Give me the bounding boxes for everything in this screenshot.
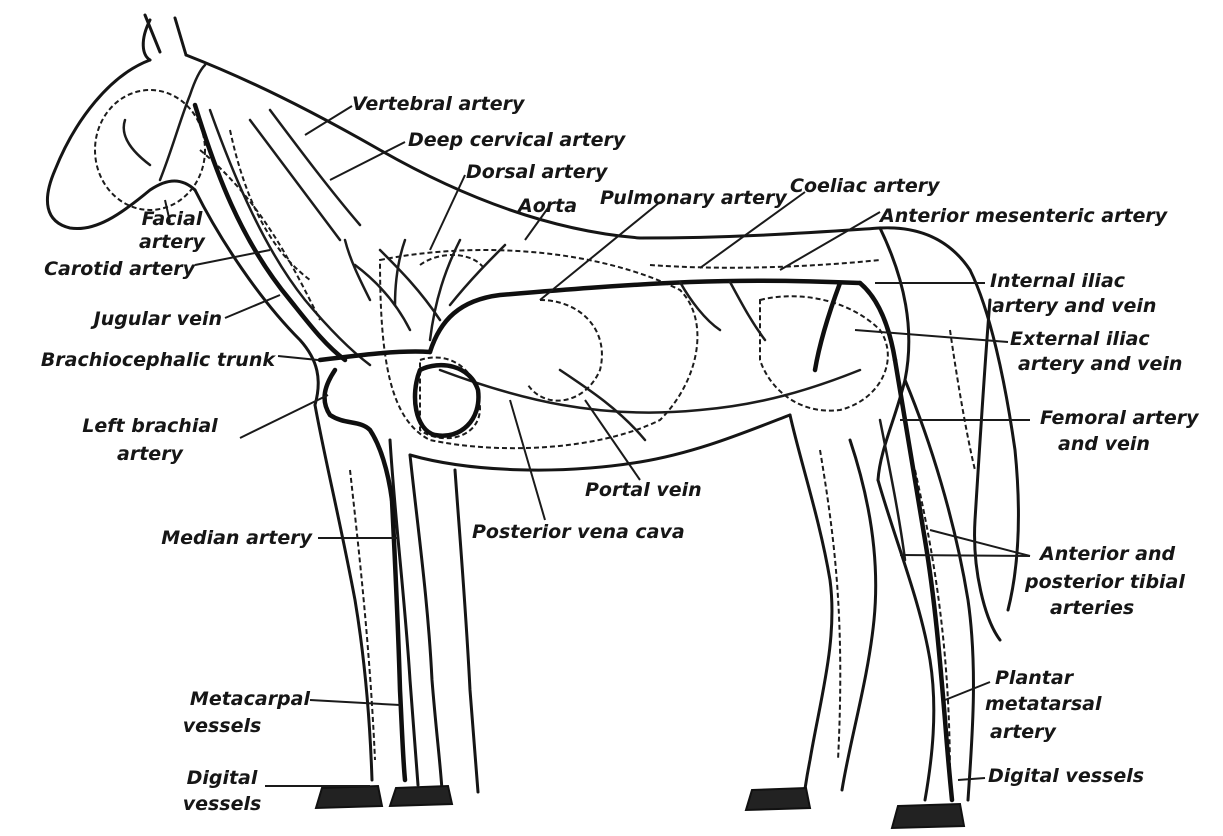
label-digital-left-line1: Digital [187,767,258,789]
label-digital-right: Digital vessels [988,765,1144,787]
left-brachial-artery-vessel [325,370,392,500]
label-median-artery: Median artery [161,527,313,549]
label-facial-artery-line2: artery [139,231,207,253]
left-fore-hoof [316,786,382,808]
label-metacarpal-line1: Metacarpal [190,688,311,710]
label-left-brachial-line2: artery [117,443,185,465]
label-jugular-vein: Jugular vein [90,308,222,330]
label-femoral-line1: Femoral artery [1040,407,1200,429]
label-tibial-line1: Anterior and [1038,543,1175,565]
label-carotid-artery: Carotid artery [44,258,197,280]
label-internal-iliac-line1: Internal iliac [990,270,1126,292]
label-vertebral-artery: Vertebral artery [352,93,526,115]
label-tibial-line3: arteries [1050,597,1134,619]
label-brachiocephalic-trunk: Brachiocephalic trunk [41,349,277,371]
label-portal-vein: Portal vein [585,479,702,501]
label-internal-iliac-line2: artery and vein [992,295,1156,317]
left-hind-hoof [746,788,810,810]
hooves [316,786,964,828]
label-facial-artery-line1: Facial [142,208,203,230]
heart [415,365,478,436]
label-external-iliac-line2: artery and vein [1018,353,1182,375]
label-metacarpal-line2: vessels [183,715,262,737]
label-external-iliac-line1: External iliac [1010,328,1150,350]
iliac-vessel [815,283,895,370]
label-deep-cervical-artery: Deep cervical artery [408,129,627,151]
right-hind-hoof [892,804,964,828]
label-tibial-line2: posterior tibial [1024,571,1185,593]
labels: Vertebral artery Deep cervical artery Do… [41,93,1200,815]
label-anterior-mesenteric-artery: Anterior mesenteric artery [878,205,1169,227]
label-pulmonary-artery: Pulmonary artery [600,187,788,209]
label-dorsal-artery: Dorsal artery [466,161,609,183]
label-femoral-line2: and vein [1058,433,1150,455]
label-plantar-line2: metatarsal [985,693,1102,715]
label-left-brachial-line1: Left brachial [82,415,218,437]
right-fore-hoof [390,786,452,806]
label-digital-left-line2: vessels [183,793,262,815]
label-plantar-line3: artery [990,721,1058,743]
label-coeliac-artery: Coeliac artery [790,175,941,197]
aorta-vessel [430,281,860,352]
label-aorta: Aorta [516,195,577,217]
label-posterior-vena-cava: Posterior vena cava [472,521,685,543]
label-plantar-line1: Plantar [995,667,1075,689]
